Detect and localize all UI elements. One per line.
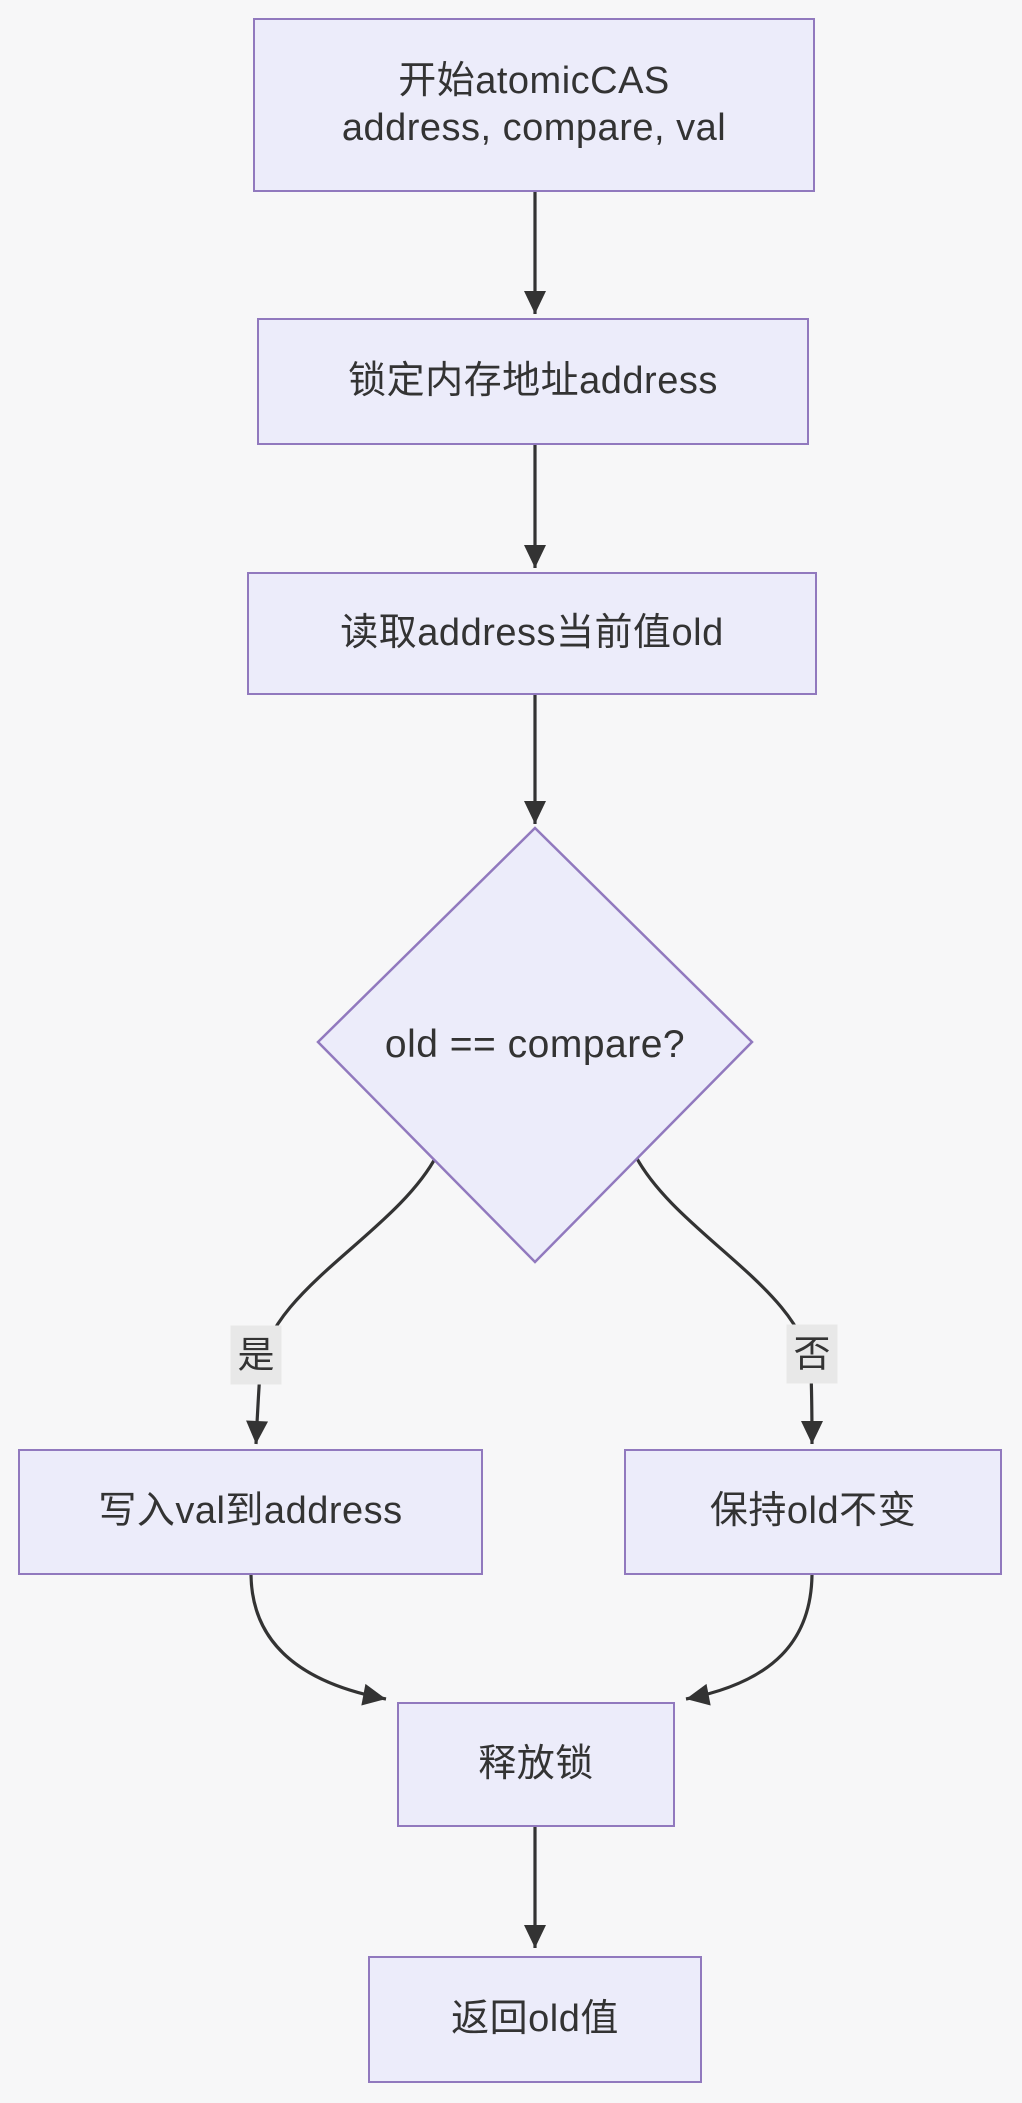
node-return-label: 返回old值: [451, 1997, 619, 2040]
node-write-label: 写入val到address: [98, 1490, 403, 1533]
edge-decision-to-write: [246, 1154, 439, 1445]
node-start-label-line1: 开始atomicCAS: [398, 59, 670, 102]
node-release-lock: 释放锁: [397, 1702, 675, 1827]
node-start-label-line2: address, compare, val: [341, 107, 727, 149]
edge-label-yes: 是: [230, 1325, 282, 1385]
node-keep-old: 保持old不变: [624, 1449, 1002, 1575]
edge-decision-to-keep: [633, 1154, 823, 1445]
edge-keep-to-release: [685, 1574, 814, 1706]
node-release-label: 释放锁: [478, 1742, 594, 1785]
node-read-old: 读取address当前值old: [247, 572, 817, 695]
node-decision-label: old == compare?: [384, 1023, 686, 1066]
node-decision-diamond: [316, 826, 754, 1264]
node-lock-label: 锁定内存地址address: [348, 359, 718, 402]
edge-write-to-release: [249, 1574, 387, 1706]
edge-label-no: 否: [786, 1324, 838, 1384]
node-lock-address: 锁定内存地址address: [257, 318, 809, 445]
node-write-val: 写入val到address: [18, 1449, 483, 1575]
node-read-label: 读取address当前值old: [340, 611, 724, 654]
node-return-old: 返回old值: [368, 1956, 702, 2083]
node-keep-label: 保持old不变: [709, 1490, 917, 1533]
node-start: 开始atomicCAS address, compare, val: [253, 18, 815, 192]
